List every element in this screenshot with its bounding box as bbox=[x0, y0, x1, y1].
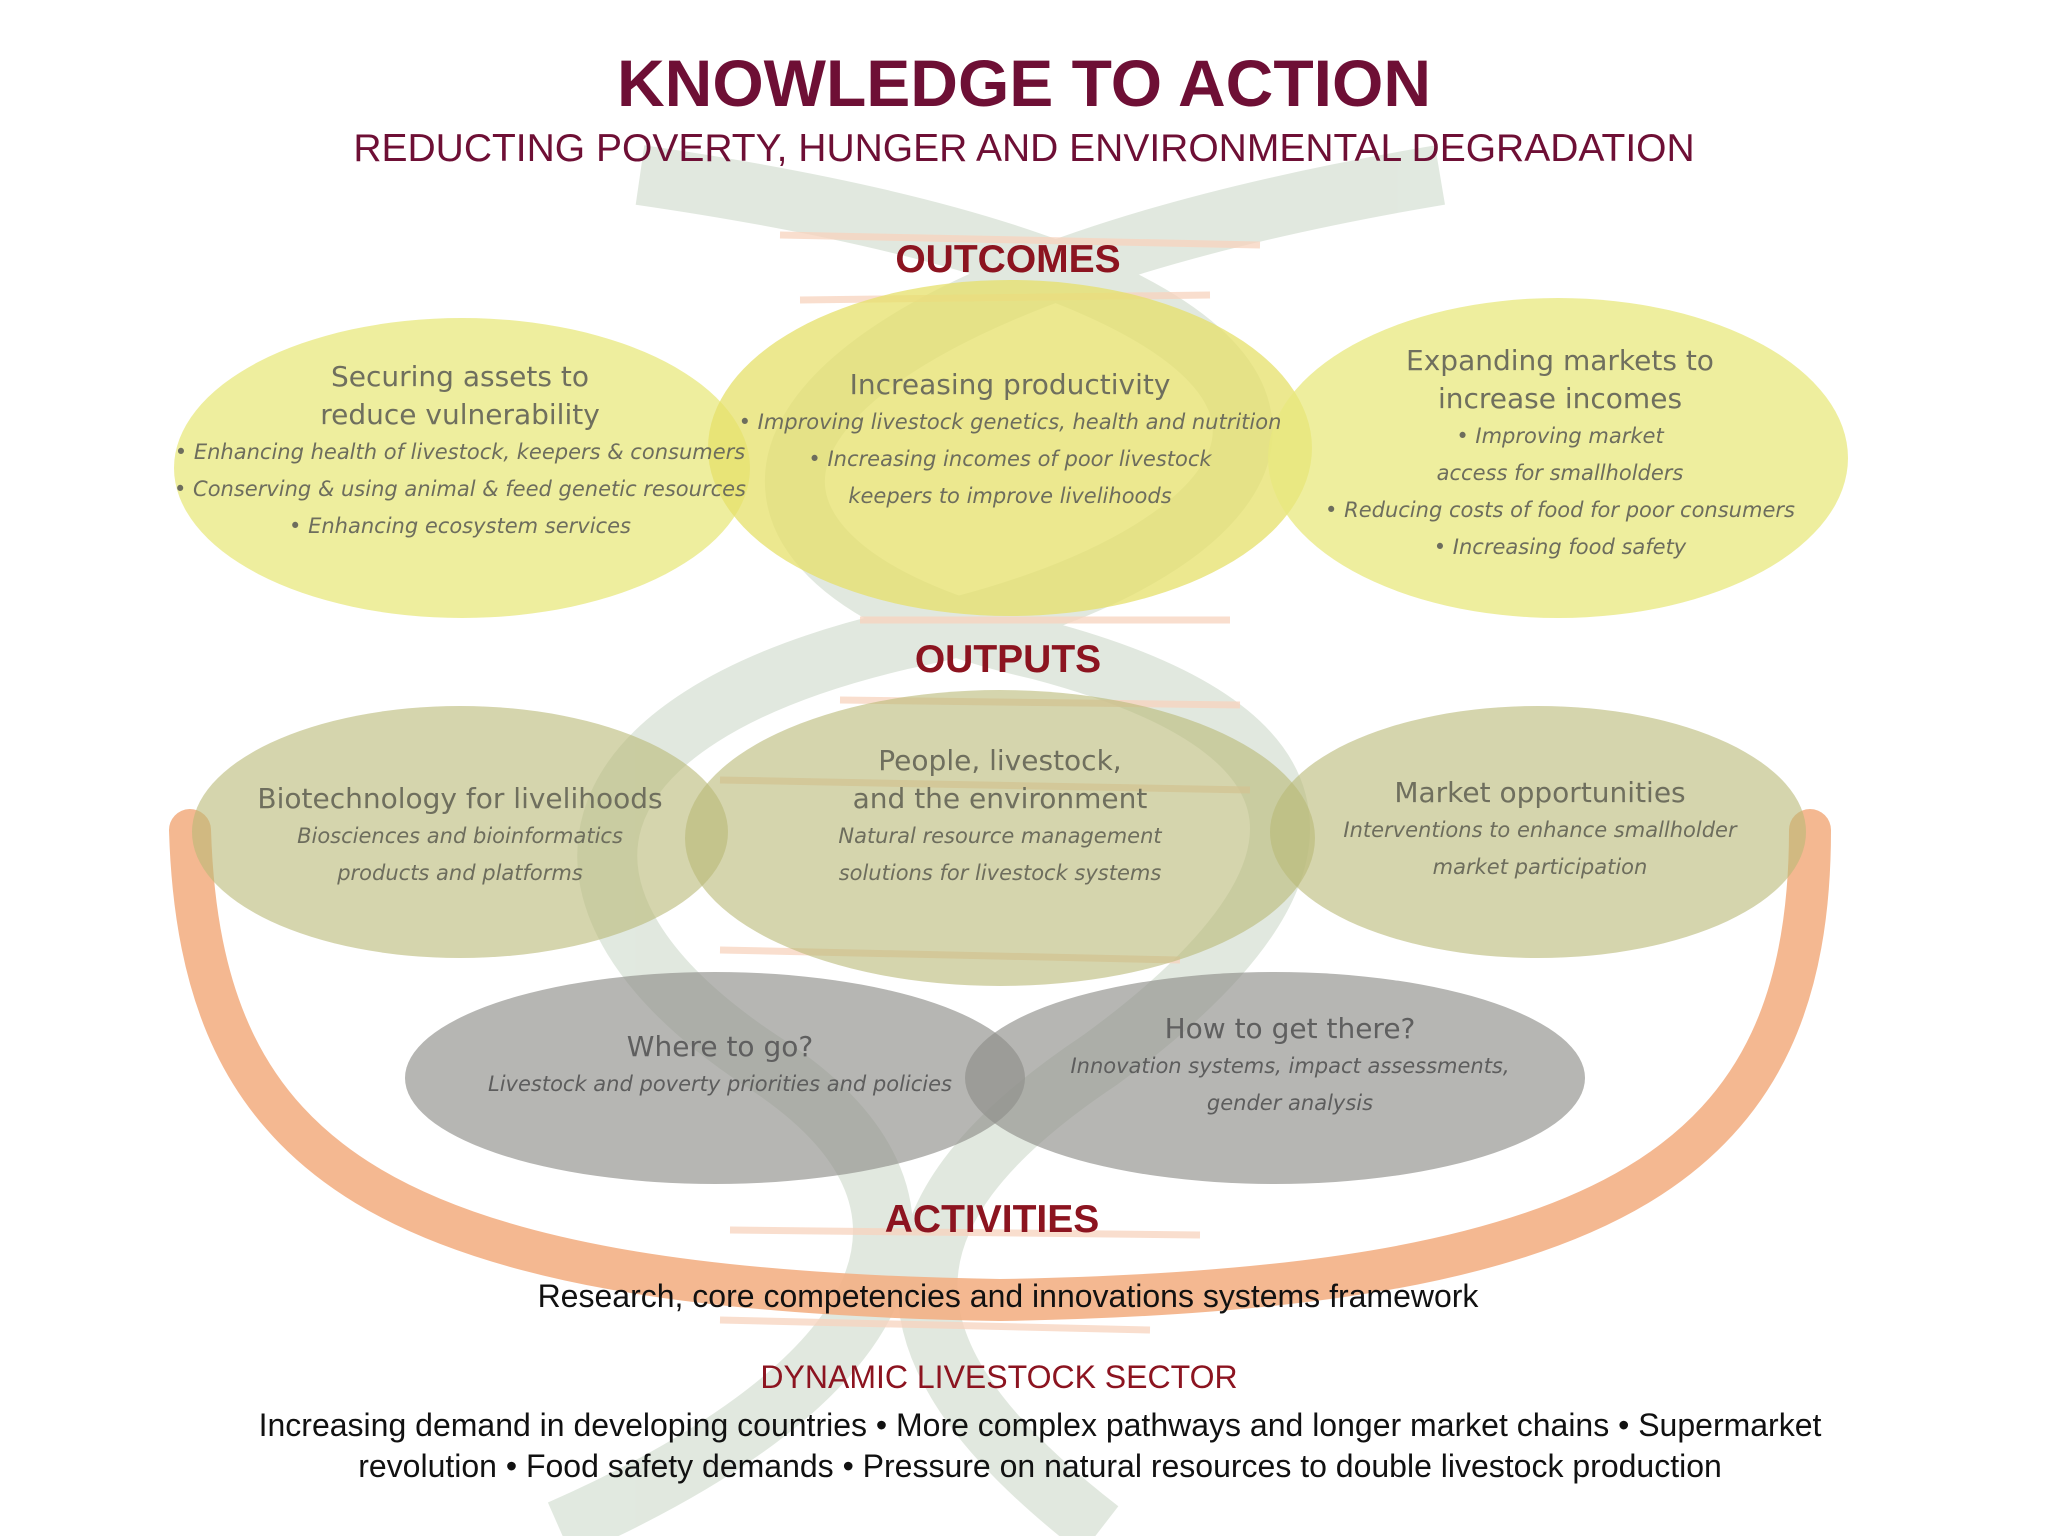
outcome-productivity-title: Increasing productivity bbox=[849, 368, 1171, 401]
output-market-title: Market opportunities bbox=[1394, 776, 1686, 809]
outcome-markets-title-1: Expanding markets to bbox=[1406, 344, 1714, 377]
activity-how-bullet-2: gender analysis bbox=[1206, 1091, 1374, 1115]
activity-how-bullet-1: Innovation systems, impact assessments, bbox=[1070, 1054, 1510, 1078]
sector-description: Increasing demand in developing countrie… bbox=[230, 1405, 1850, 1487]
output-ellipse-biotech bbox=[192, 706, 728, 958]
activity-ellipse-where bbox=[405, 972, 1025, 1184]
activities-framework-text: Research, core competencies and innovati… bbox=[537, 1278, 1479, 1314]
output-biotech-bullet-1: Biosciences and bioinformatics bbox=[297, 824, 623, 848]
outcome-assets-title-2: reduce vulnerability bbox=[320, 398, 600, 431]
activity-where: Where to go? Livestock and poverty prior… bbox=[440, 1028, 1000, 1103]
activity-ellipse-how bbox=[965, 972, 1585, 1184]
outcome-ellipse-productivity bbox=[708, 280, 1312, 616]
outcome-assets-title-1: Securing assets to bbox=[331, 360, 589, 393]
outputs-heading: OUTPUTS bbox=[914, 638, 1102, 681]
activities-bowl bbox=[169, 809, 1831, 1322]
output-people-title-1: People, livestock, bbox=[878, 744, 1122, 777]
sector-line-1: Increasing demand in developing countrie… bbox=[258, 1407, 1822, 1443]
page-subtitle: REDUCTING POVERTY, HUNGER AND ENVIRONMEN… bbox=[353, 127, 1695, 170]
sector-line-2: revolution • Food safety demands • Press… bbox=[358, 1448, 1722, 1484]
outcome-assets-bullet-2: • Conserving & using animal & feed genet… bbox=[173, 477, 746, 501]
outcome-markets-title-2: increase incomes bbox=[1437, 382, 1683, 415]
output-market: Market opportunities Interventions to en… bbox=[1290, 774, 1790, 886]
output-biotech: Biotechnology for livelihoods Bioscience… bbox=[210, 780, 710, 892]
outcome-markets-bullet-1: • Improving market bbox=[1456, 424, 1664, 448]
output-ellipse-people bbox=[685, 690, 1315, 986]
outcome-assets-bullet-1: • Enhancing health of livestock, keepers… bbox=[174, 440, 746, 464]
outcomes-heading: OUTCOMES bbox=[895, 238, 1121, 281]
outcome-assets: Securing assets to reduce vulnerability … bbox=[170, 358, 750, 545]
outcome-productivity-bullet-2: • Increasing incomes of poor livestock bbox=[808, 447, 1212, 471]
output-people-bullet-1: Natural resource management bbox=[838, 824, 1162, 848]
outcome-productivity: Increasing productivity • Improving live… bbox=[700, 366, 1320, 515]
outcome-ellipse-assets bbox=[174, 318, 750, 618]
output-biotech-title: Biotechnology for livelihoods bbox=[257, 782, 663, 815]
outcome-productivity-bullet-1: • Improving livestock genetics, health a… bbox=[738, 410, 1282, 434]
sector-title: DYNAMIC LIVESTOCK SECTOR bbox=[760, 1359, 1238, 1395]
outcome-assets-bullet-3: • Enhancing ecosystem services bbox=[289, 514, 631, 538]
output-people: People, livestock, and the environment N… bbox=[750, 742, 1250, 892]
activity-where-bullet-1: Livestock and poverty priorities and pol… bbox=[488, 1072, 952, 1096]
output-ellipse-market bbox=[1270, 706, 1806, 958]
activities-heading: ACTIVITIES bbox=[884, 1198, 1100, 1241]
activity-how: How to get there? Innovation systems, im… bbox=[1030, 1010, 1550, 1122]
outcome-markets-bullet-4: • Increasing food safety bbox=[1433, 535, 1687, 559]
outcome-markets: Expanding markets to increase incomes • … bbox=[1300, 342, 1820, 566]
outcome-markets-bullet-3: • Reducing costs of food for poor consum… bbox=[1325, 498, 1795, 522]
output-people-bullet-2: solutions for livestock systems bbox=[838, 861, 1162, 885]
output-market-bullet-1: Interventions to enhance smallholder bbox=[1343, 818, 1737, 842]
activity-how-title: How to get there? bbox=[1164, 1012, 1416, 1045]
outcome-markets-bullet-2: access for smallholders bbox=[1436, 461, 1684, 485]
outcome-productivity-bullet-3: keepers to improve livelihoods bbox=[848, 484, 1172, 508]
page-title: KNOWLEDGE TO ACTION bbox=[617, 46, 1431, 120]
output-market-bullet-2: market participation bbox=[1432, 855, 1648, 879]
activity-where-title: Where to go? bbox=[626, 1030, 814, 1063]
output-biotech-bullet-2: products and platforms bbox=[337, 861, 583, 885]
output-people-title-2: and the environment bbox=[852, 782, 1148, 815]
outcome-ellipse-markets bbox=[1268, 298, 1848, 618]
